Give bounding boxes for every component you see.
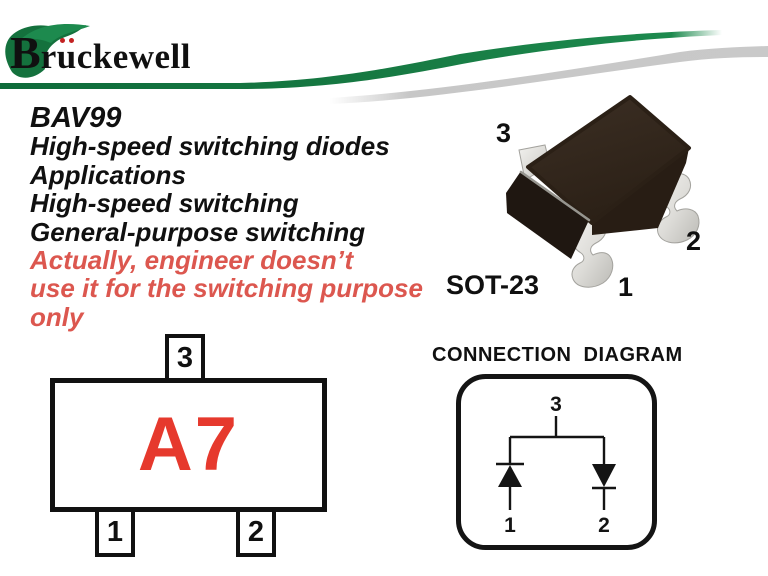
engineer-note-line1: Actually, engineer doesn’t — [30, 245, 354, 276]
diode-2-symbol — [592, 464, 616, 487]
connection-title: CONNECTION DIAGRAM — [432, 344, 683, 366]
photo-pin3-label: 3 — [496, 118, 512, 148]
connection-pin3-label: 3 — [550, 393, 562, 416]
green-swoosh — [0, 30, 722, 89]
package-top-face — [526, 95, 691, 225]
application-item: High-speed switching — [30, 188, 299, 219]
connection-pin1-label: 1 — [504, 514, 516, 537]
part-number: BAV99 — [30, 102, 122, 134]
marking-pin1-box: 1 — [95, 508, 135, 557]
brand-text-r: r — [40, 37, 57, 76]
marking-code: A7 — [137, 402, 240, 487]
marking-pin1-label: 1 — [106, 516, 124, 548]
brand-text-rest: ckewell — [76, 37, 191, 76]
marking-pin2-box: 2 — [236, 508, 276, 557]
product-description: High-speed switching diodes — [30, 131, 390, 162]
package-chamfer-highlight — [519, 170, 591, 222]
sot23-package-photo — [506, 95, 700, 288]
connection-wires — [496, 416, 616, 510]
engineer-note-line2: use it for the switching purpose only — [30, 273, 423, 332]
application-item: General-purpose switching — [30, 216, 366, 247]
photo-pin2-label: 2 — [686, 226, 702, 256]
diode-1-symbol — [498, 465, 522, 487]
package-name: SOT-23 — [446, 270, 540, 300]
applications-title: Applications — [30, 159, 187, 190]
brand-letter-b: B — [10, 27, 41, 78]
gray-swoosh — [330, 46, 768, 104]
connection-pin2-label: 2 — [598, 514, 610, 537]
photo-pin1-label: 1 — [618, 272, 634, 302]
marking-pin3-box: 3 — [165, 334, 205, 382]
umlaut-dots — [59, 38, 76, 43]
brand-letter-u: u — [56, 37, 77, 76]
marking-pin3-label: 3 — [176, 341, 194, 374]
header-swoosh — [0, 23, 768, 104]
marking-pin2-label: 2 — [247, 516, 265, 548]
connection-diagram: 3 1 2 — [456, 374, 657, 550]
logo-leaf-icon — [5, 23, 90, 78]
package-right-face — [592, 148, 689, 235]
package-front-face — [506, 171, 589, 259]
feature-text-block: BAV99 High-speed switching diodes Applic… — [30, 102, 460, 332]
connection-outline — [456, 374, 657, 550]
marking-body: A7 — [50, 378, 327, 512]
